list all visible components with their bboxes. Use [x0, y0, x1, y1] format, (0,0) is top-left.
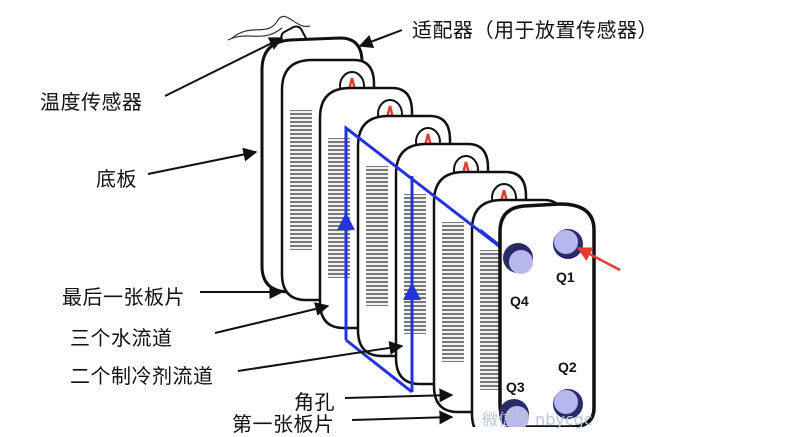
base-plate-label: 底板: [96, 167, 137, 191]
heat-exchanger-diagram: Q1 Q4 Q2 Q3 适配器（用于放置传感器） 温度传感器 底板 最后一张板片…: [40, 15, 658, 437]
port-q2: Q2: [553, 359, 583, 419]
port-q4: Q4: [503, 243, 533, 309]
port-q3-label: Q3: [506, 379, 525, 395]
plate-fins: [442, 222, 464, 362]
port-q3: Q3: [499, 379, 529, 430]
leader-arrows: [147, 29, 454, 425]
plate-fins: [480, 250, 502, 390]
plate-fins: [366, 166, 388, 306]
port-q2-label: Q2: [558, 359, 577, 375]
diagram-canvas: Q1 Q4 Q2 Q3: [147, 15, 621, 437]
plate-fins: [404, 194, 426, 334]
temperature-sensor-label: 温度传感器: [40, 90, 143, 114]
water-channels-label: 三个水流道: [70, 326, 173, 350]
refrigerant-channels-label: 二个制冷剂流道: [70, 364, 214, 388]
port-q1-label: Q1: [556, 269, 575, 285]
first-plate-label: 第一张板片: [232, 412, 335, 436]
refrigerant-arrows: [576, 246, 621, 272]
port-q4-label: Q4: [510, 293, 529, 309]
corner-hole-label: 角孔: [294, 390, 335, 414]
port-q1: Q1: [553, 229, 583, 285]
plate-fins: [290, 110, 312, 250]
last-plate-label: 最后一张板片: [62, 285, 185, 309]
adapter-label: 适配器（用于放置传感器）: [412, 18, 658, 42]
watermark: 微信号 nbycgc: [482, 410, 593, 429]
